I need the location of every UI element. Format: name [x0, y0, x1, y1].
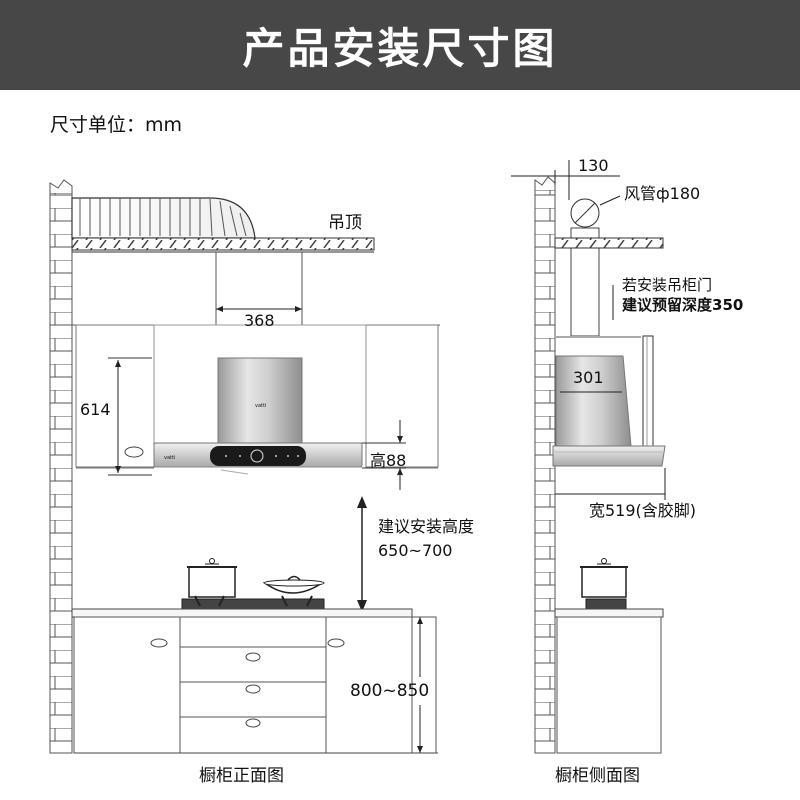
pot-icon-side [580, 558, 628, 610]
duct-label-group: 风管ф180 [599, 184, 700, 206]
wok-icon [262, 575, 325, 594]
dim-88: 高88 [362, 420, 406, 490]
dim-519: 宽519(含胶脚) [555, 468, 696, 520]
dim-614: 614 [80, 357, 152, 476]
unit-label: 尺寸单位：mm [50, 114, 183, 136]
svg-text:高88: 高88 [370, 451, 406, 470]
side-view: 130 风管ф180 若安装吊柜门 建议预留深度350 [511, 156, 743, 786]
base-cabinets [71, 608, 438, 754]
svg-text:368: 368 [244, 311, 275, 330]
dim-install-height: 建议安装高度 650~700 [357, 496, 474, 612]
side-ceiling [554, 237, 664, 249]
svg-text:301: 301 [573, 368, 604, 387]
front-ceiling [71, 237, 375, 253]
ceiling-label: 吊顶 [328, 213, 362, 233]
svg-text:宽519(含胶脚): 宽519(含胶脚) [589, 501, 696, 520]
side-view-caption: 橱柜侧面图 [555, 766, 640, 786]
svg-text:建议安装高度: 建议安装高度 [378, 517, 474, 536]
svg-text:vatti: vatti [164, 455, 175, 461]
svg-text:若安装吊柜门: 若安装吊柜门 [622, 276, 712, 294]
svg-text:风管ф180: 风管ф180 [624, 184, 700, 203]
dim-368: 368 [216, 306, 302, 330]
header-bar: 产品安装尺寸图 [0, 0, 800, 90]
svg-text:614: 614 [80, 400, 111, 419]
side-brick-wall [534, 176, 556, 754]
range-hood-front: vatti vatti [153, 357, 363, 475]
svg-text:vatti: vatti [255, 403, 266, 409]
dim-cabinet-height [417, 617, 423, 753]
front-view-caption: 橱柜正面图 [199, 766, 284, 786]
svg-text:650~700: 650~700 [378, 541, 452, 560]
pot-icon [187, 558, 237, 598]
front-view: 吊顶 368 614 [49, 179, 474, 786]
front-brick-wall [49, 179, 73, 754]
side-base-cabinet [554, 608, 664, 754]
svg-text:建议预留深度350: 建议预留深度350 [622, 296, 743, 314]
dim-301: 301 [560, 368, 622, 393]
cabinet-height-label: 800~850 [350, 681, 429, 701]
flexible-duct [71, 197, 256, 239]
page-title: 产品安装尺寸图 [242, 23, 558, 73]
range-hood-side [552, 335, 666, 467]
cabinet-door-note: 若安装吊柜门 建议预留深度350 [612, 276, 743, 320]
duct-pipe-side [570, 198, 600, 337]
dim-130: 130 [511, 156, 620, 200]
gas-stove-front [181, 595, 325, 610]
control-panel [210, 446, 306, 466]
svg-text:130: 130 [578, 156, 609, 175]
